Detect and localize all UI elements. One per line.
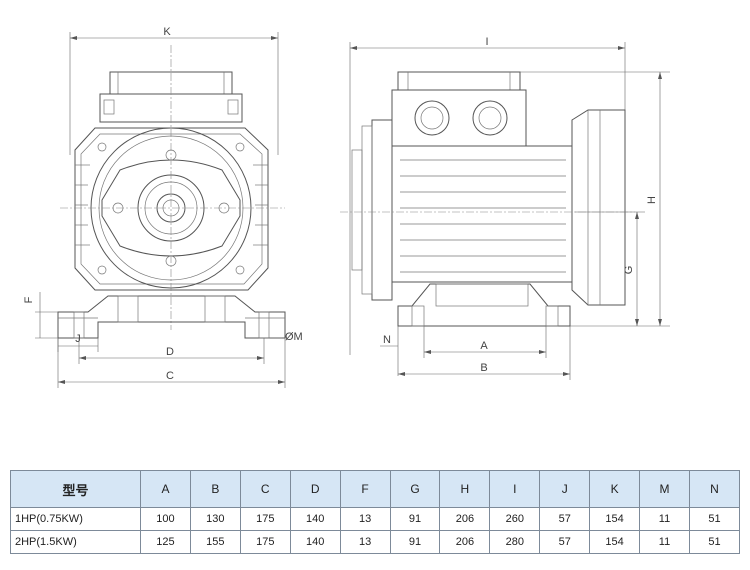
table-cell: 91: [389, 530, 441, 554]
table-header-cell: D: [289, 470, 341, 508]
side-view: I H G: [340, 36, 670, 380]
table-cell: 140: [289, 530, 341, 554]
table-row: 2HP(1.5KW) 125 155 175 140 13 91 206 280…: [10, 530, 741, 554]
dim-label-b: B: [480, 362, 487, 374]
table-cell: 100: [140, 507, 191, 531]
table-header-cell: K: [589, 470, 641, 508]
dim-label-g: G: [623, 266, 635, 275]
table-cell: 11: [639, 530, 690, 554]
table-cell: 57: [539, 530, 591, 554]
front-view: K: [23, 26, 303, 388]
table-cell: 154: [589, 530, 641, 554]
table-cell: 175: [239, 530, 291, 554]
dim-label-m: ØM: [285, 331, 303, 343]
table-cell: 57: [539, 507, 591, 531]
table-cell: 175: [239, 507, 291, 531]
table-row: 1HP(0.75KW) 100 130 175 140 13 91 206 26…: [10, 507, 741, 531]
table-cell: 260: [489, 507, 541, 531]
dim-label-h: H: [646, 196, 658, 204]
table-cell: 155: [189, 530, 241, 554]
dim-label-j: J: [75, 333, 81, 345]
table-cell: 13: [339, 530, 391, 554]
table-cell: 206: [439, 507, 491, 531]
table-header-cell: 型号: [10, 470, 141, 508]
dim-label-n: N: [383, 334, 391, 346]
table-header-cell: N: [688, 470, 741, 508]
table-header-cell: J: [539, 470, 591, 508]
table-cell: 51: [688, 530, 741, 554]
dim-label-k: K: [163, 26, 171, 38]
dim-label-f: F: [23, 296, 35, 303]
dim-label-d: D: [166, 346, 174, 358]
table-cell: 11: [639, 507, 690, 531]
table-cell: 51: [688, 507, 741, 531]
table-header-cell: C: [239, 470, 291, 508]
motor-technical-drawing: K: [23, 26, 670, 388]
table-cell: 140: [289, 507, 341, 531]
table-cell: 130: [189, 507, 241, 531]
table-cell: 154: [589, 507, 641, 531]
table-header-cell: B: [189, 470, 241, 508]
table-header-cell: I: [489, 470, 541, 508]
dim-label-i: I: [485, 36, 488, 48]
table-header-cell: G: [389, 470, 441, 508]
table-header-cell: A: [140, 470, 191, 508]
specification-table: 型号 A B C D F G H I J K M N 1HP(0.75KW) 1…: [10, 470, 741, 554]
table-cell: 206: [439, 530, 491, 554]
table-cell: 125: [140, 530, 191, 554]
table-header-cell: F: [339, 470, 391, 508]
dim-label-c: C: [166, 370, 174, 382]
table-header-cell: H: [439, 470, 491, 508]
table-header-row: 型号 A B C D F G H I J K M N: [10, 470, 741, 508]
table-cell: 13: [339, 507, 391, 531]
table-cell: 91: [389, 507, 441, 531]
table-cell: 2HP(1.5KW): [10, 530, 141, 554]
table-cell: 280: [489, 530, 541, 554]
table-cell: 1HP(0.75KW): [10, 507, 141, 531]
table-header-cell: M: [639, 470, 690, 508]
dim-label-a: A: [480, 340, 488, 352]
